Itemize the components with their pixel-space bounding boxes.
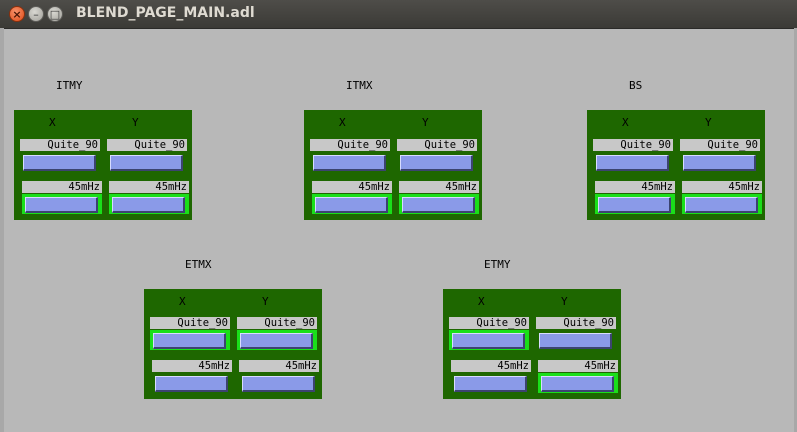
bs-y-bottom-button[interactable] (685, 197, 758, 213)
etmx-x-bottom-cell: 45mHz (152, 360, 232, 392)
group-label-itmx: ITMX (346, 79, 373, 92)
axis-label-y: Y (422, 116, 429, 129)
axis-label-y: Y (262, 295, 269, 308)
panel-itmx: X Y Quite_90 Quite_90 45mHz 45mHz (304, 110, 482, 220)
itmx-x-top-value: Quite_90 (310, 139, 390, 151)
bs-y-top-value: Quite_90 (680, 139, 760, 151)
group-label-itmy: ITMY (56, 79, 83, 92)
etmy-x-bottom-cell: 45mHz (451, 360, 531, 392)
etmy-y-top-button[interactable] (539, 333, 612, 349)
itmy-y-bottom-value: 45mHz (109, 181, 189, 193)
itmx-x-top-button[interactable] (313, 155, 386, 171)
panel-itmy: X Y Quite_90 Quite_90 45mHz 45mHz (14, 110, 192, 220)
etmy-y-bottom-button[interactable] (541, 376, 614, 392)
bs-x-top-button[interactable] (596, 155, 669, 171)
itmy-y-top-cell: Quite_90 (107, 139, 187, 171)
itmx-x-bottom-button[interactable] (315, 197, 388, 213)
etmx-y-top-value: Quite_90 (237, 317, 317, 329)
window-frame-left (0, 28, 4, 432)
itmy-x-bottom-value: 45mHz (22, 181, 102, 193)
bs-x-bottom-button[interactable] (598, 197, 671, 213)
itmx-x-top-cell: Quite_90 (310, 139, 390, 171)
minimize-icon[interactable]: – (28, 6, 44, 22)
etmy-x-bottom-value: 45mHz (451, 360, 531, 372)
itmy-x-top-button[interactable] (23, 155, 96, 171)
axis-label-x: X (339, 116, 346, 129)
etmy-x-top-button[interactable] (452, 333, 525, 349)
bs-x-bottom-value: 45mHz (595, 181, 675, 193)
itmy-y-bottom-button[interactable] (112, 197, 185, 213)
etmx-y-top-button[interactable] (240, 333, 313, 349)
bs-y-bottom-value: 45mHz (682, 181, 762, 193)
bs-y-top-button[interactable] (683, 155, 756, 171)
etmy-x-top-cell: Quite_90 (449, 317, 529, 350)
axis-label-x: X (179, 295, 186, 308)
axis-label-x: X (478, 295, 485, 308)
etmx-x-bottom-button[interactable] (155, 376, 228, 392)
etmx-x-top-button[interactable] (153, 333, 226, 349)
itmx-x-bottom-cell: 45mHz (312, 181, 392, 214)
axis-label-x: X (622, 116, 629, 129)
panel-bs: X Y Quite_90 Quite_90 45mHz 45mHz (587, 110, 765, 220)
itmy-x-top-value: Quite_90 (20, 139, 100, 151)
bs-y-top-cell: Quite_90 (680, 139, 760, 171)
window-title: BLEND_PAGE_MAIN.adl (76, 5, 255, 21)
group-label-bs: BS (629, 79, 643, 92)
window-frame-right (794, 28, 797, 432)
etmx-x-bottom-value: 45mHz (152, 360, 232, 372)
etmy-y-top-cell: Quite_90 (536, 317, 616, 349)
axis-label-y: Y (132, 116, 139, 129)
etmx-x-top-value: Quite_90 (150, 317, 230, 329)
itmy-x-top-cell: Quite_90 (20, 139, 100, 171)
itmx-y-bottom-value: 45mHz (399, 181, 479, 193)
itmx-y-top-value: Quite_90 (397, 139, 477, 151)
etmx-y-top-cell: Quite_90 (237, 317, 317, 350)
etmy-x-top-value: Quite_90 (449, 317, 529, 329)
group-label-etmx: ETMX (185, 258, 212, 271)
bs-x-top-value: Quite_90 (593, 139, 673, 151)
maximize-icon[interactable]: □ (47, 6, 63, 22)
itmx-y-top-cell: Quite_90 (397, 139, 477, 171)
itmx-y-bottom-button[interactable] (402, 197, 475, 213)
itmy-y-top-value: Quite_90 (107, 139, 187, 151)
itmy-y-bottom-cell: 45mHz (109, 181, 189, 214)
itmx-x-bottom-value: 45mHz (312, 181, 392, 193)
axis-label-y: Y (561, 295, 568, 308)
itmx-y-top-button[interactable] (400, 155, 473, 171)
etmy-y-bottom-cell: 45mHz (538, 360, 618, 393)
etmx-y-bottom-value: 45mHz (239, 360, 319, 372)
itmx-y-bottom-cell: 45mHz (399, 181, 479, 214)
panel-etmy: X Y Quite_90 Quite_90 45mHz 45mHz (443, 289, 621, 399)
bs-x-top-cell: Quite_90 (593, 139, 673, 171)
group-label-etmy: ETMY (484, 258, 511, 271)
itmy-y-top-button[interactable] (110, 155, 183, 171)
panel-etmx: X Y Quite_90 Quite_90 45mHz 45mHz (144, 289, 322, 399)
etmy-y-bottom-value: 45mHz (538, 360, 618, 372)
etmx-y-bottom-button[interactable] (242, 376, 315, 392)
itmy-x-bottom-cell: 45mHz (22, 181, 102, 214)
etmx-y-bottom-cell: 45mHz (239, 360, 319, 392)
bs-x-bottom-cell: 45mHz (595, 181, 675, 214)
bs-y-bottom-cell: 45mHz (682, 181, 762, 214)
axis-label-x: X (49, 116, 56, 129)
etmx-x-top-cell: Quite_90 (150, 317, 230, 350)
title-bar: × – □ BLEND_PAGE_MAIN.adl (0, 0, 797, 29)
axis-label-y: Y (705, 116, 712, 129)
etmy-y-top-value: Quite_90 (536, 317, 616, 329)
close-icon[interactable]: × (9, 6, 25, 22)
itmy-x-bottom-button[interactable] (25, 197, 98, 213)
etmy-x-bottom-button[interactable] (454, 376, 527, 392)
